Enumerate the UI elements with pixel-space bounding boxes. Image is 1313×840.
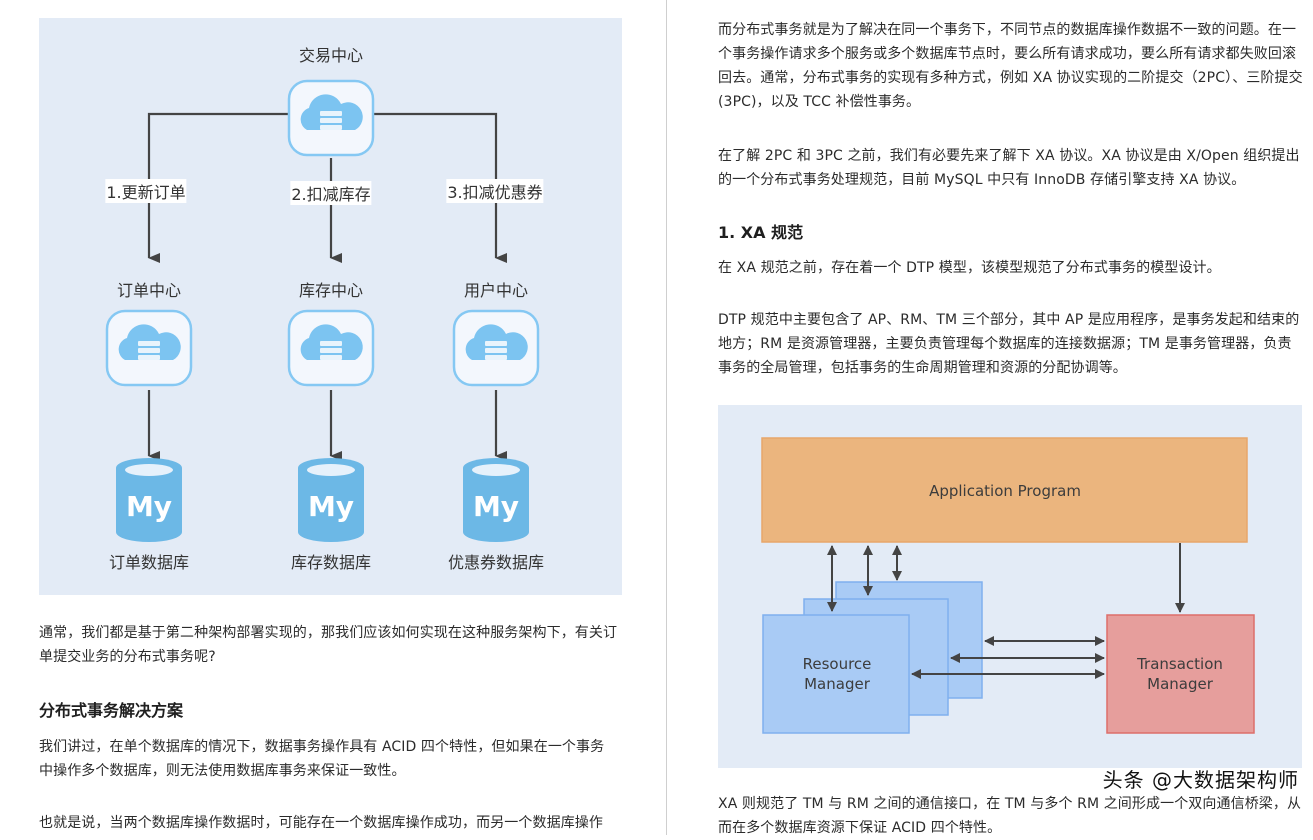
connector-to-order <box>147 112 289 263</box>
paragraph: 在了解 2PC 和 3PC 之前，我们有必要先来了解下 XA 协议。XA 协议是… <box>718 148 1300 188</box>
architecture-diagram-graphics: My My My <box>105 79 540 542</box>
dtp-model-diagram: Application Program Resource Manager Tra… <box>718 405 1302 768</box>
node-order-center: 订单中心 <box>116 281 182 300</box>
page-divider <box>666 0 667 835</box>
cloud-server-icon <box>452 309 540 387</box>
step-label-2: 2.扣减库存 <box>290 181 372 205</box>
node-user-center: 用户中心 <box>463 281 529 300</box>
resource-manager-label-line1: Resource <box>802 655 872 673</box>
cloud-server-icon <box>287 309 375 387</box>
cloud-server-icon <box>105 309 193 387</box>
paragraph: XA 则规范了 TM 与 RM 之间的通信接口，在 TM 与多个 RM 之间形成… <box>718 796 1302 836</box>
db-label-order: 订单数据库 <box>108 553 190 572</box>
mysql-logo-text: My <box>126 490 172 523</box>
architecture-diagram: My My My 交易中心 1.更新订单 2.扣减库存 3.扣减优惠券 订单中心… <box>39 18 622 595</box>
paragraph: 通常，我们都是基于第二种架构部署实现的，那我们应该如何实现在这种服务架构下，有关… <box>39 625 618 665</box>
paragraph: 也就是说，当两个数据库操作数据时，可能存在一个数据库操作成功，而另一个数据库操作 <box>39 815 603 831</box>
section-heading: 分布式事务解决方案 <box>39 701 184 720</box>
mysql-logo-text: My <box>308 490 354 523</box>
db-label-coupon: 优惠券数据库 <box>447 553 545 572</box>
section-heading: 1. XA 规范 <box>718 223 804 242</box>
step-label-3: 3.扣减优惠券 <box>446 179 544 203</box>
paragraph: 而分布式事务就是为了解决在同一个事务下，不同节点的数据库操作数据不一致的问题。在… <box>718 22 1303 110</box>
mysql-logo-text: My <box>473 490 519 523</box>
connector-to-user <box>373 112 507 263</box>
resource-manager-label-line2: Manager <box>804 675 870 693</box>
transaction-manager-box <box>1106 614 1255 734</box>
transaction-manager-label: Transaction Manager <box>1137 654 1223 694</box>
application-program-label: Application Program <box>929 482 1081 500</box>
paragraph: 我们讲过，在单个数据库的情况下，数据事务操作具有 ACID 四个特性，但如果在一… <box>39 739 605 779</box>
transaction-manager-label-line1: Transaction <box>1137 655 1223 673</box>
watermark: 头条 @大数据架构师 <box>1102 768 1299 792</box>
node-trade-center: 交易中心 <box>298 46 364 65</box>
db-label-stock: 库存数据库 <box>290 553 372 572</box>
resource-manager-label: Resource Manager <box>803 654 872 694</box>
transaction-manager-label-line2: Manager <box>1147 675 1213 693</box>
node-stock-center: 库存中心 <box>298 281 364 300</box>
application-program-box <box>761 437 1248 543</box>
step-label-1: 1.更新订单 <box>105 179 187 203</box>
paragraph: DTP 规范中主要包含了 AP、RM、TM 三个部分，其中 AP 是应用程序，是… <box>718 312 1300 376</box>
paragraph: 在 XA 规范之前，存在着一个 DTP 模型，该模型规范了分布式事务的模型设计。 <box>718 260 1221 276</box>
cloud-server-icon <box>287 79 375 157</box>
dtp-model-graphics <box>761 437 1255 734</box>
resource-manager-box-front <box>762 614 910 734</box>
